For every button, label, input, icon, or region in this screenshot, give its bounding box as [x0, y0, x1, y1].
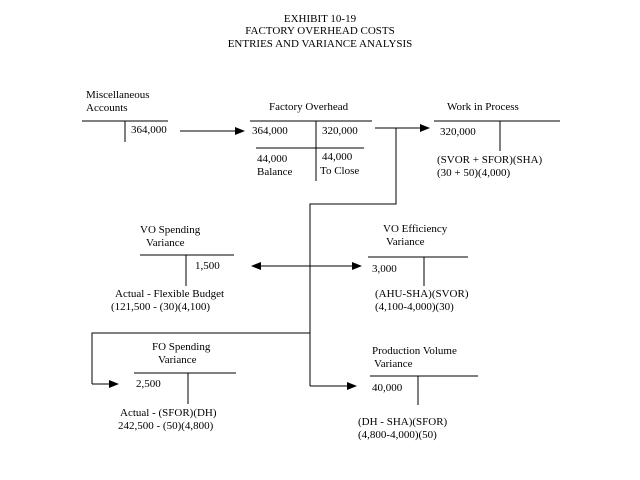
production-volume-calc: (4,800-4,000)(50) — [358, 429, 437, 441]
factory-overhead-balance-value: 44,000 — [257, 153, 288, 165]
fo-spending-value: 2,500 — [136, 378, 161, 390]
production-volume-label-1: Production Volume — [372, 345, 457, 357]
vo-efficiency-value: 3,000 — [372, 263, 397, 275]
production-volume-label-2: Variance — [374, 358, 413, 370]
vo-spending-label-2: Variance — [146, 237, 185, 249]
work-in-process-calc: (30 + 50)(4,000) — [437, 167, 511, 179]
vo-spending-calc: (121,500 - (30)(4,100) — [111, 301, 210, 313]
misc-accounts-credit: 364,000 — [131, 124, 167, 136]
fo-spending-calc: 242,500 - (50)(4,800) — [118, 420, 214, 432]
vo-efficiency-formula: (AHU-SHA)(SVOR) — [375, 288, 469, 300]
misc-accounts-label-1: Miscellaneous — [86, 89, 150, 101]
work-in-process-debit: 320,000 — [440, 126, 476, 138]
fo-spending-label-1: FO Spending — [152, 341, 211, 353]
misc-accounts-label-2: Accounts — [86, 102, 128, 114]
exhibit-subtitle-2: ENTRIES AND VARIANCE ANALYSIS — [227, 38, 413, 50]
vo-efficiency-calc: (4,100-4,000)(30) — [375, 301, 454, 313]
factory-overhead-label: Factory Overhead — [269, 101, 349, 113]
connector-to-variances — [309, 128, 397, 386]
factory-overhead-debit: 364,000 — [252, 125, 288, 137]
work-in-process-formula: (SVOR + SFOR)(SHA) — [437, 154, 543, 166]
fo-spending-formula: Actual - (SFOR)(DH) — [120, 407, 217, 419]
factory-overhead-close-label: To Close — [320, 165, 360, 177]
connector-to-fo-spending — [91, 332, 310, 384]
vo-efficiency-label-1: VO Efficiency — [383, 223, 448, 235]
factory-overhead-close-value: 44,000 — [322, 151, 353, 163]
exhibit-subtitle-1: FACTORY OVERHEAD COSTS — [245, 25, 395, 37]
vo-spending-formula: Actual - Flexible Budget — [115, 288, 225, 300]
vo-spending-value: 1,500 — [195, 260, 220, 272]
fo-spending-label-2: Variance — [158, 354, 197, 366]
vo-spending-label-1: VO Spending — [140, 224, 201, 236]
factory-overhead-credit: 320,000 — [322, 125, 358, 137]
production-volume-formula: (DH - SHA)(SFOR) — [358, 416, 448, 428]
vo-efficiency-label-2: Variance — [386, 236, 425, 248]
exhibit-title: EXHIBIT 10-19 — [283, 13, 357, 25]
work-in-process-label: Work in Process — [447, 101, 519, 113]
factory-overhead-balance-label: Balance — [257, 166, 293, 178]
production-volume-value: 40,000 — [372, 382, 403, 394]
